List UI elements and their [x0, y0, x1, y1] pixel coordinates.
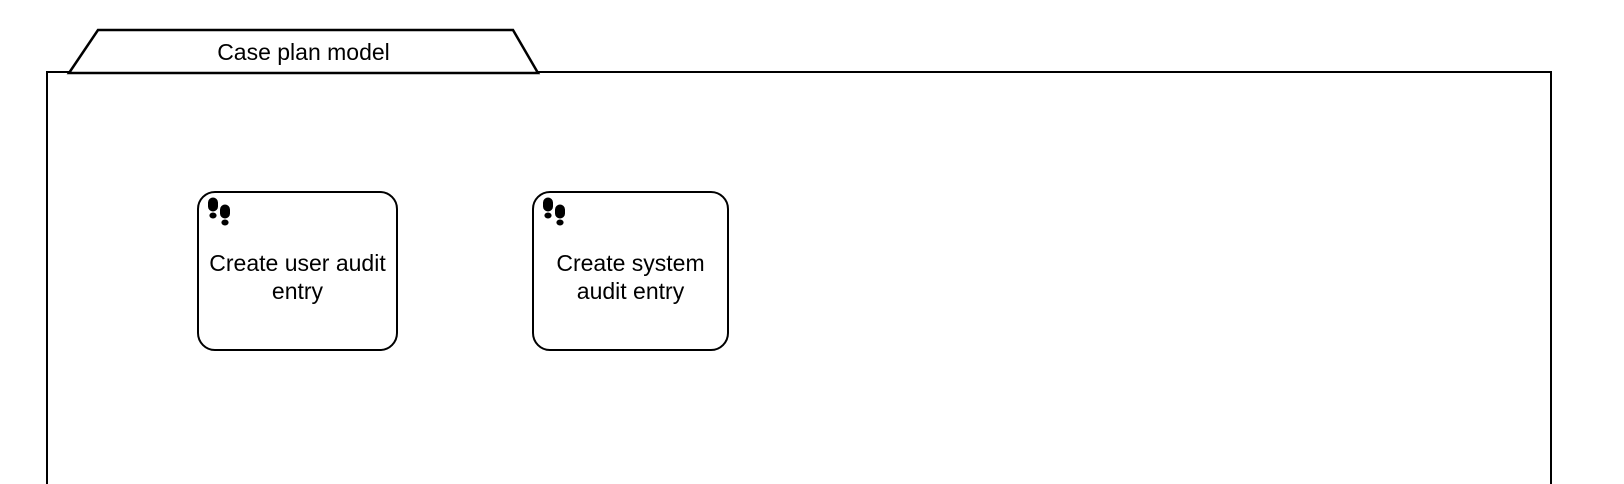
left-footprint — [208, 197, 218, 219]
left-footprint — [543, 197, 553, 219]
task-create-user-audit-entry[interactable]: Create user audit entry — [197, 191, 398, 351]
task-label: Create system audit entry — [556, 250, 705, 304]
right-footprint — [555, 204, 565, 226]
tab-shape — [66, 28, 541, 75]
footprints-icon — [208, 197, 230, 226]
footprints-icon — [543, 197, 565, 226]
task-label: Create user audit entry — [209, 250, 386, 304]
task-create-system-audit-entry[interactable]: Create system audit entry — [532, 191, 729, 351]
case-plan-model-tab[interactable] — [58, 24, 550, 76]
stage-label: Case plan model — [217, 38, 390, 65]
right-footprint — [220, 204, 230, 226]
